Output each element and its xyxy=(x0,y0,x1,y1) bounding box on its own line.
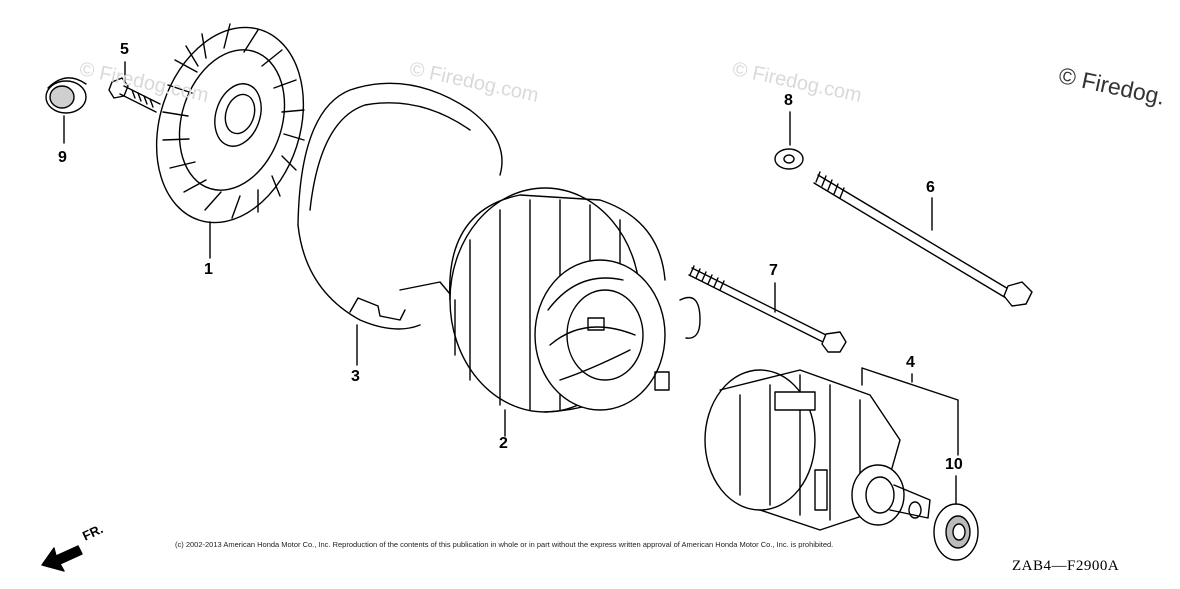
callout-9: 9 xyxy=(58,149,67,166)
callout-6: 6 xyxy=(926,179,935,196)
part-8-washer xyxy=(774,111,804,170)
callout-7: 7 xyxy=(769,262,778,279)
part-9-cap xyxy=(45,77,87,144)
callout-2: 2 xyxy=(499,435,508,452)
part-1-cooling-fan xyxy=(155,23,305,259)
callout-3: 3 xyxy=(351,368,360,385)
callout-1: 1 xyxy=(204,261,213,278)
part-6-through-bolt xyxy=(813,171,1033,307)
callout-8: 8 xyxy=(784,92,793,109)
part-2-stator xyxy=(399,187,701,437)
part-4-rotor xyxy=(704,367,959,531)
callout-4: 4 xyxy=(906,354,915,371)
part-3-fan-cover xyxy=(297,82,503,366)
front-direction-arrow xyxy=(41,545,83,572)
callout-10: 10 xyxy=(945,456,963,473)
part-10-bearing xyxy=(933,475,979,561)
part-5-bolt xyxy=(108,61,161,113)
copyright-notice: (c) 2002-2013 American Honda Motor Co., … xyxy=(175,540,834,549)
diagram-code: ZAB4—F2900A xyxy=(1012,558,1120,574)
callout-5: 5 xyxy=(120,41,129,58)
part-7-stud-bolt xyxy=(688,265,847,353)
